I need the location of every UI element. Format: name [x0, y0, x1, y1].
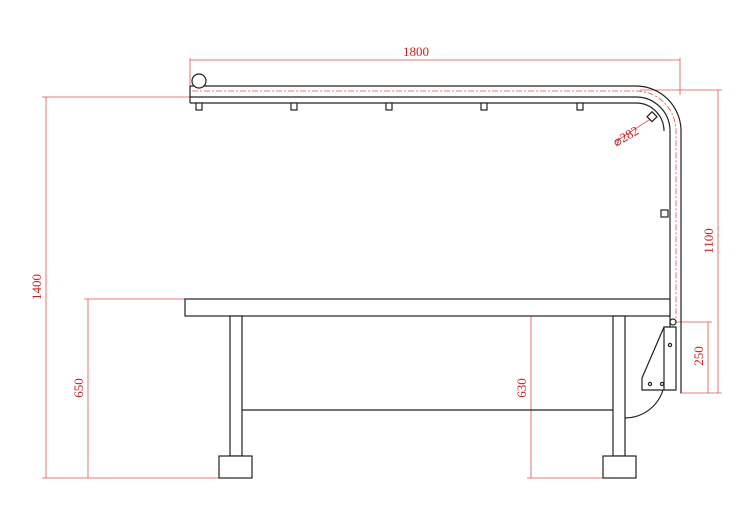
overhead-rail [189, 85, 682, 393]
table-foot-right [602, 455, 637, 479]
hanger-1 [195, 102, 203, 111]
rail-hangers [195, 102, 669, 218]
hanger-5 [576, 102, 584, 111]
table [184, 298, 671, 479]
dim-table-left: 650 [71, 378, 86, 398]
dim-bend-diameter: ⌀282 [610, 123, 641, 150]
table-foot-left [218, 455, 253, 479]
dim-table-right: 630 [514, 378, 529, 398]
table-leg-right [612, 315, 626, 457]
dim-width-top: 1800 [403, 44, 429, 59]
hanger-4 [480, 102, 488, 111]
dim-bracket: 250 [691, 346, 706, 366]
bracket-pin-icon [669, 318, 677, 326]
dim-height-right: 1100 [701, 228, 716, 254]
hanger-3 [385, 102, 393, 111]
end-ring-icon [191, 73, 207, 89]
hanger-6 [646, 110, 658, 123]
hanger-2 [290, 102, 298, 111]
dim-height-total: 1400 [29, 274, 44, 300]
table-leg-left [229, 315, 243, 457]
swing-arc [624, 389, 664, 419]
table-top [184, 298, 671, 317]
hanger-7 [660, 209, 669, 218]
mount-bracket [641, 318, 677, 391]
dimension-lines [42, 58, 722, 479]
